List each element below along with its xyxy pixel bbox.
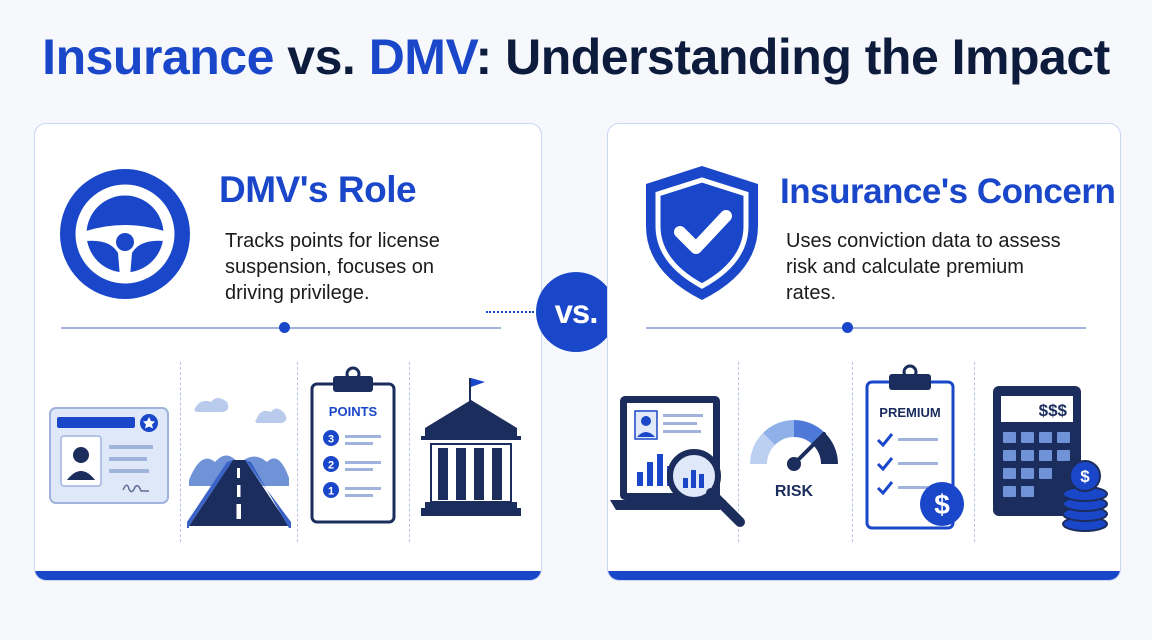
road-icon (187, 398, 291, 528)
panel-bottom-bar (608, 571, 1120, 580)
point-number: 1 (328, 486, 334, 498)
dmv-description: Tracks points for license suspension, fo… (225, 230, 440, 304)
insurance-divider (646, 322, 1086, 333)
separator (180, 362, 181, 542)
page-title: Insurance vs. DMV: Understanding the Imp… (0, 28, 1152, 86)
laptop-magnifier-icon (610, 396, 745, 527)
title-dmv: DMV (368, 29, 476, 85)
insurance-heading: Insurance's Concern (780, 172, 1116, 211)
separator (297, 362, 298, 542)
dmv-panel: DMV's Role Tracks points for license sus… (34, 123, 542, 581)
premium-label: PREMIUM (879, 405, 940, 420)
vs-badge: vs. (536, 272, 616, 352)
separator (852, 362, 853, 542)
risk-gauge-icon: RISK (750, 420, 838, 500)
calculator-coins-icon: $$$ $ (993, 386, 1108, 532)
dollar-sign: $ (934, 489, 950, 520)
courthouse-icon (421, 378, 521, 516)
insurance-panel: Insurance's Concern Uses conviction data… (607, 123, 1121, 581)
title-rest: : Understanding the Impact (475, 29, 1111, 85)
insurance-description: Uses conviction data to assess risk and … (786, 230, 1061, 304)
dmv-divider (61, 322, 501, 333)
clipboard-points-icon: POINTS 3 2 1 (310, 366, 396, 524)
separator (974, 362, 975, 542)
steering-wheel-icon (60, 169, 190, 299)
shield-check-icon (646, 166, 758, 300)
id-card-icon (49, 407, 169, 504)
point-number: 2 (328, 460, 334, 472)
clipboard-premium-icon: PREMIUM $ (865, 364, 964, 530)
panel-bottom-bar (35, 571, 541, 580)
coin-dollar: $ (1080, 467, 1090, 486)
dmv-heading: DMV's Role (219, 169, 417, 210)
risk-label: RISK (775, 483, 814, 500)
divider-dot (842, 322, 853, 333)
title-insurance: Insurance (42, 29, 274, 85)
points-label: POINTS (329, 404, 378, 419)
point-number: 3 (328, 434, 334, 446)
separator (409, 362, 410, 542)
title-vs: vs. (273, 29, 369, 85)
divider-dot (279, 322, 290, 333)
calculator-display: $$$ (1039, 401, 1068, 420)
separator (738, 362, 739, 542)
vs-connector (486, 311, 534, 313)
